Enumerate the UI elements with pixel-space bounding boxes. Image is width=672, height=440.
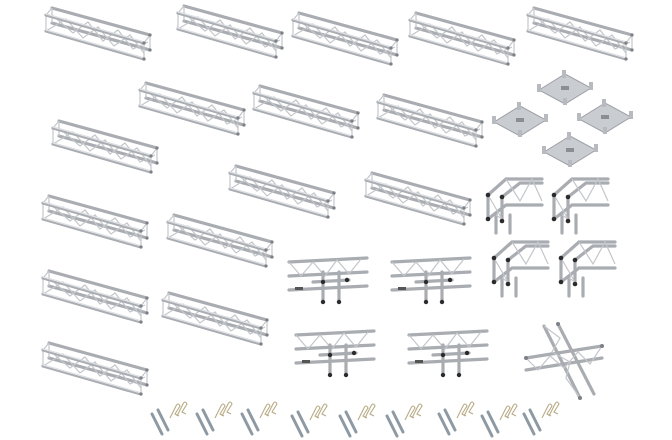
- straight-truss-segment: [45, 118, 167, 180]
- truss-corner-piece: [488, 238, 550, 298]
- connector-pin-set: [148, 400, 188, 436]
- truss-corner-piece: [482, 175, 544, 235]
- connector-pin-set: [336, 402, 376, 438]
- connector-pin-set: [383, 402, 423, 438]
- truss-t-piece: [403, 325, 495, 383]
- truss-t-piece: [386, 252, 478, 310]
- straight-truss-segment: [132, 80, 254, 142]
- truss-base-plate: [575, 97, 635, 137]
- straight-truss-segment: [170, 3, 292, 65]
- straight-truss-segment: [155, 290, 277, 352]
- truss-t-piece: [290, 325, 382, 383]
- truss-corner-piece: [555, 238, 617, 298]
- connector-pin-set: [288, 402, 328, 438]
- connector-pin-set: [238, 400, 278, 436]
- connector-pin-set: [435, 400, 475, 436]
- straight-truss-segment: [222, 163, 344, 225]
- truss-base-plate: [535, 68, 595, 108]
- connector-pin-set: [478, 402, 518, 438]
- connector-pin-set: [520, 400, 560, 436]
- straight-truss-segment: [38, 5, 160, 67]
- straight-truss-segment: [402, 10, 524, 72]
- truss-base-plate: [490, 100, 550, 140]
- straight-truss-segment: [35, 193, 157, 255]
- truss-cross-piece: [518, 318, 608, 404]
- connector-pin-set: [193, 400, 233, 436]
- straight-truss-segment: [285, 10, 407, 72]
- straight-truss-segment: [246, 83, 368, 145]
- straight-truss-segment: [160, 212, 282, 274]
- truss-corner-piece: [548, 175, 610, 235]
- straight-truss-segment: [35, 268, 157, 330]
- truss-t-piece: [283, 252, 375, 310]
- straight-truss-segment: [520, 5, 642, 67]
- straight-truss-segment: [358, 170, 480, 232]
- truss-base-plate: [540, 130, 600, 170]
- straight-truss-segment: [35, 340, 157, 402]
- straight-truss-segment: [370, 92, 492, 154]
